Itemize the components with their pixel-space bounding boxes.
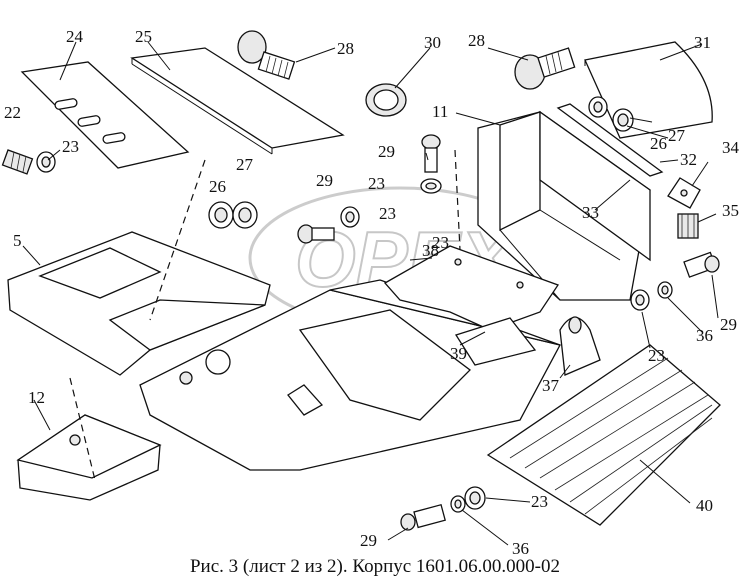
callout-25: 25 bbox=[135, 27, 152, 46]
main-body-chassis bbox=[139, 279, 561, 471]
part-27-washer-right bbox=[612, 108, 634, 132]
part-30-cap bbox=[365, 83, 407, 117]
part-5-front-frame bbox=[7, 231, 271, 376]
part-40-floor-mat bbox=[486, 344, 721, 526]
alignment-lines bbox=[69, 149, 461, 481]
callout-33: 33 bbox=[582, 203, 599, 222]
part-35-nut bbox=[677, 213, 699, 239]
callout-36-right: 36 bbox=[696, 326, 713, 345]
callout-26-right: 26 bbox=[650, 134, 667, 153]
part-23-washer-right bbox=[630, 289, 650, 311]
callout-29-right: 29 bbox=[720, 315, 737, 334]
callout-22: 22 bbox=[4, 103, 21, 122]
part-11-housing bbox=[477, 110, 651, 301]
callout-35: 35 bbox=[722, 201, 739, 220]
callout-29-bottom: 29 bbox=[360, 531, 377, 550]
part-23-washer-center bbox=[340, 206, 360, 228]
part-26-washer-right bbox=[588, 96, 608, 118]
callout-40: 40 bbox=[696, 496, 713, 515]
part-32-bar bbox=[556, 103, 664, 177]
callout-28-left: 28 bbox=[337, 39, 354, 58]
callout-28-right: 28 bbox=[468, 31, 485, 50]
callout-5: 5 bbox=[13, 231, 22, 250]
part-25-flat-plate bbox=[130, 47, 345, 155]
part-31-curved-plate bbox=[584, 41, 713, 139]
part-28-bolt-left bbox=[237, 30, 296, 80]
part-27-washer-center bbox=[232, 201, 258, 229]
leader-lines bbox=[22, 41, 719, 546]
callout-37: 37 bbox=[542, 376, 560, 395]
callout-23-bottom: 23 bbox=[531, 492, 548, 511]
callout-23-upper: 23 bbox=[379, 204, 396, 223]
callout-12: 12 bbox=[28, 388, 45, 407]
callout-27-center: 27 bbox=[236, 155, 254, 174]
figure-caption: Рис. 3 (лист 2 из 2). Корпус 1601.06.00.… bbox=[189, 556, 561, 577]
part-23-washer-bottom bbox=[464, 486, 486, 510]
callout-34: 34 bbox=[722, 138, 740, 157]
part-12-end-block bbox=[16, 414, 162, 501]
callout-29-center: 29 bbox=[316, 171, 333, 190]
callout-39: 39 bbox=[450, 344, 467, 363]
part-29-bolt-upper bbox=[421, 134, 441, 173]
callout-23-center: 23 bbox=[368, 174, 385, 193]
callout-38: 38 bbox=[422, 241, 439, 260]
part-34-square-plate bbox=[667, 177, 701, 209]
part-26-washer-center bbox=[208, 201, 234, 229]
callout-36-bottom: 36 bbox=[512, 539, 529, 558]
callout-29-upper: 29 bbox=[378, 142, 395, 161]
part-23-washer-upper bbox=[420, 178, 442, 194]
part-29-bolt-bottom bbox=[400, 503, 446, 531]
part-37-bracket bbox=[559, 316, 601, 376]
callout-27-right: 27 bbox=[668, 126, 686, 145]
part-29-bolt-center bbox=[297, 224, 335, 244]
callout-23-left: 23 bbox=[62, 137, 79, 156]
callout-30: 30 bbox=[424, 33, 441, 52]
callout-labels: 24 25 28 30 28 31 22 23 11 29 26 27 34 2… bbox=[4, 27, 740, 558]
part-36-lockwasher-bottom bbox=[450, 495, 466, 513]
part-29-bolt-right bbox=[683, 251, 720, 278]
part-38-plate bbox=[383, 245, 560, 331]
part-28-bolt-right bbox=[514, 47, 576, 90]
callout-26-center: 26 bbox=[209, 177, 226, 196]
callout-24: 24 bbox=[66, 27, 84, 46]
callout-23-right: 23 bbox=[648, 346, 665, 365]
part-22-bolt bbox=[1, 149, 34, 175]
part-39-plate bbox=[454, 317, 537, 366]
callout-31: 31 bbox=[694, 33, 711, 52]
callout-23-mid: 23 bbox=[432, 233, 449, 252]
part-36-lockwasher-right bbox=[657, 281, 673, 299]
part-23-washer-left bbox=[36, 151, 56, 173]
callout-32: 32 bbox=[680, 150, 697, 169]
callout-11: 11 bbox=[432, 102, 448, 121]
